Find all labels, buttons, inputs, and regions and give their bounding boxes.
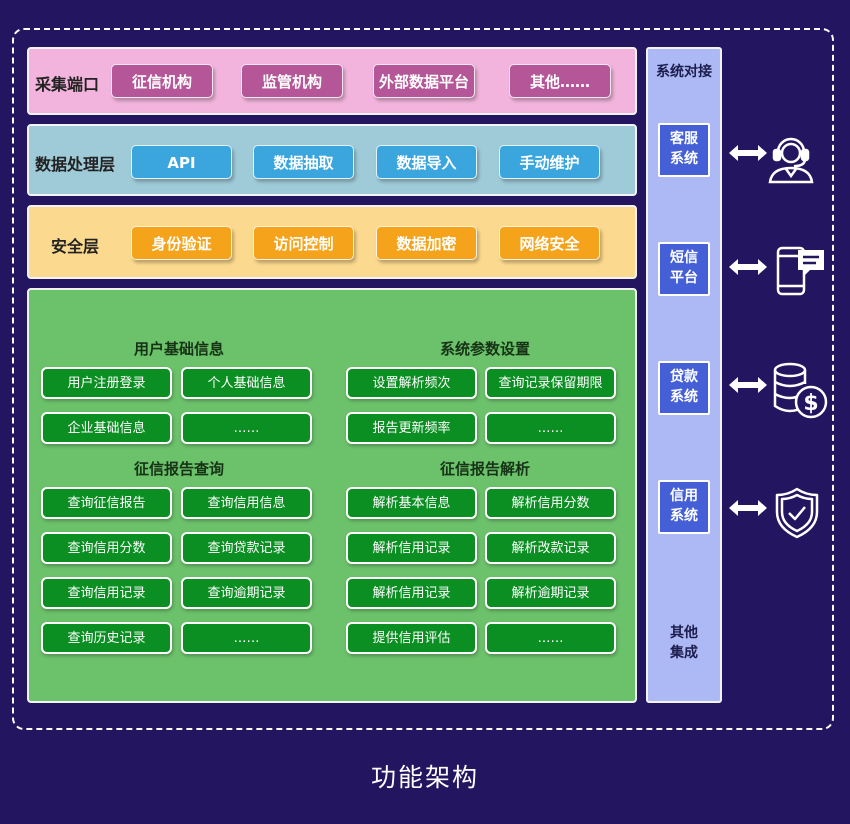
system-label-line2: 平台 (670, 270, 698, 286)
credit-system-button[interactable]: 信用 系统 (658, 480, 710, 534)
parse-credit-record-button[interactable]: 解析信用记录 (346, 532, 477, 564)
integration-panel: 系统对接 客服 系统 短信 平台 贷款 系统 信用 系统 其他 集成 (646, 47, 722, 703)
query-credit-info-button[interactable]: 查询信用信息 (181, 487, 312, 519)
security-item-network[interactable]: 网络安全 (499, 226, 600, 260)
report-parse-title: 征信报告解析 (439, 460, 530, 478)
system-label-line1: 贷款 (670, 369, 698, 385)
query-overdue-record-button[interactable]: 查询逾期记录 (181, 577, 312, 609)
parse-modification-record-button[interactable]: 解析改款记录 (485, 532, 616, 564)
bidirectional-arrow-icon (729, 500, 767, 516)
security-title: 安全层 (51, 237, 100, 256)
process-item-manual[interactable]: 手动维护 (499, 145, 600, 179)
sys-params-more-button[interactable]: …… (485, 412, 616, 444)
footer-title: 功能架构 (370, 763, 479, 792)
process-item-api[interactable]: API (131, 145, 232, 179)
function-layer: 用户基础信息 系统参数设置 用户注册登录 个人基础信息 企业基础信息 …… 设置… (27, 288, 637, 703)
coins-dollar-icon: $ (773, 362, 828, 419)
process-item-extract[interactable]: 数据抽取 (253, 145, 354, 179)
report-update-frequency-button[interactable]: 报告更新频率 (346, 412, 477, 444)
report-parse-more-button[interactable]: …… (485, 622, 616, 654)
user-info-title: 用户基础信息 (133, 340, 224, 358)
record-retention-button[interactable]: 查询记录保留期限 (485, 367, 616, 399)
company-info-button[interactable]: 企业基础信息 (41, 412, 172, 444)
process-item-import[interactable]: 数据导入 (376, 145, 477, 179)
parse-frequency-button[interactable]: 设置解析频次 (346, 367, 477, 399)
loan-system-button[interactable]: 贷款 系统 (658, 361, 710, 415)
sms-phone-icon (776, 246, 824, 296)
user-info-more-button[interactable]: …… (181, 412, 312, 444)
process-title: 数据处理层 (35, 155, 116, 174)
parse-overdue-record-button[interactable]: 解析逾期记录 (485, 577, 616, 609)
sys-params-title: 系统参数设置 (439, 340, 530, 358)
sms-platform-button[interactable]: 短信 平台 (658, 242, 710, 296)
query-history-record-button[interactable]: 查询历史记录 (41, 622, 172, 654)
security-item-auth[interactable]: 身份验证 (131, 226, 232, 260)
svg-text:$: $ (803, 391, 818, 416)
security-item-encryption[interactable]: 数据加密 (376, 226, 477, 260)
security-layer: 安全层 身份验证 访问控制 数据加密 网络安全 (27, 205, 637, 279)
collect-item-other[interactable]: 其他…… (509, 64, 611, 98)
shield-check-icon (775, 487, 819, 539)
parse-credit-record-2-button[interactable]: 解析信用记录 (346, 577, 477, 609)
query-credit-record-button[interactable]: 查询信用记录 (41, 577, 172, 609)
provide-credit-assessment-button[interactable]: 提供信用评估 (346, 622, 477, 654)
system-label-line2: 系统 (670, 151, 698, 167)
user-register-login-button[interactable]: 用户注册登录 (41, 367, 172, 399)
customer-service-system-button[interactable]: 客服 系统 (658, 123, 710, 177)
parse-credit-score-button[interactable]: 解析信用分数 (485, 487, 616, 519)
other-line1: 其他 (670, 625, 698, 641)
system-label-line1: 客服 (670, 131, 698, 147)
report-query-title: 征信报告查询 (133, 460, 224, 478)
personal-info-button[interactable]: 个人基础信息 (181, 367, 312, 399)
system-label-line1: 短信 (670, 250, 698, 266)
report-query-more-button[interactable]: …… (181, 622, 312, 654)
collect-item-regulator[interactable]: 监管机构 (241, 64, 343, 98)
other-line2: 集成 (670, 645, 698, 661)
other-integration-label: 其他 集成 (648, 623, 720, 663)
bidirectional-arrow-icon (729, 145, 767, 161)
integration-title: 系统对接 (656, 64, 712, 80)
collect-item-credit-agency[interactable]: 征信机构 (111, 64, 213, 98)
customer-service-icon (768, 137, 814, 184)
collect-item-external-data[interactable]: 外部数据平台 (373, 64, 475, 98)
system-label-line2: 系统 (670, 508, 698, 524)
collect-title: 采集端口 (35, 75, 100, 94)
security-item-access[interactable]: 访问控制 (253, 226, 354, 260)
architecture-frame (12, 28, 834, 730)
query-credit-report-button[interactable]: 查询征信报告 (41, 487, 172, 519)
process-layer: 数据处理层 API 数据抽取 数据导入 手动维护 (27, 124, 637, 196)
query-loan-record-button[interactable]: 查询贷款记录 (181, 532, 312, 564)
bidirectional-arrow-icon (729, 259, 767, 275)
system-label-line1: 信用 (670, 488, 698, 504)
bidirectional-arrow-icon (729, 377, 767, 393)
system-label-line2: 系统 (670, 389, 698, 405)
parse-basic-info-button[interactable]: 解析基本信息 (346, 487, 477, 519)
collect-layer: 采集端口 征信机构 监管机构 外部数据平台 其他…… (27, 47, 637, 115)
query-credit-score-button[interactable]: 查询信用分数 (41, 532, 172, 564)
